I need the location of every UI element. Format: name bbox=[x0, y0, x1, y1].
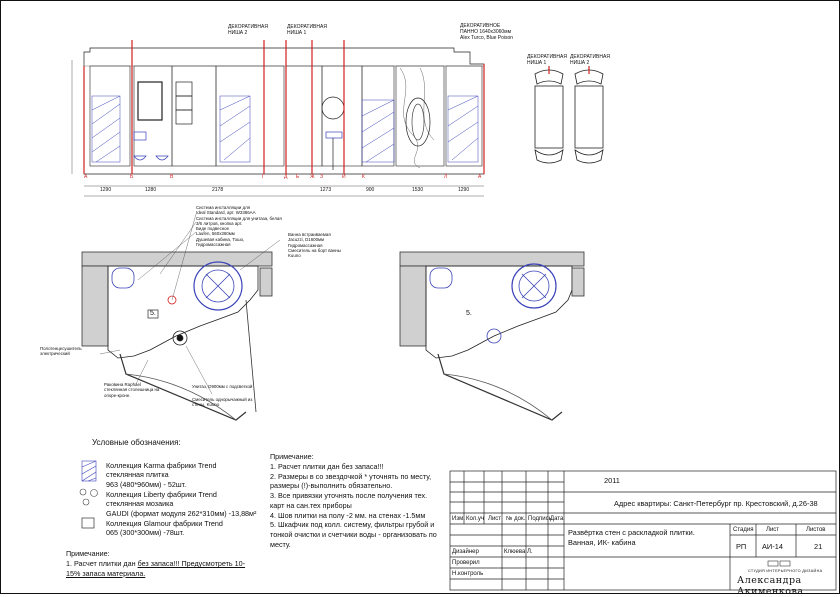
dim-4: 1273 bbox=[320, 187, 332, 193]
dim-5: 900 bbox=[366, 187, 375, 193]
axis-i: И bbox=[342, 174, 346, 180]
legend-item-liberty: Коллекция Liberty фабрики Trend стеклянн… bbox=[106, 490, 257, 518]
tb-sheets: 21 bbox=[814, 542, 823, 551]
note-left-text: 1. Расчет плитки дан без запаса!!! Преду… bbox=[66, 559, 246, 578]
tb-stage: РП bbox=[736, 542, 747, 551]
wall-elevation bbox=[71, 40, 485, 197]
tb-role-checked: Проверил bbox=[452, 560, 480, 566]
tb-studio-name: Александра Акименкова bbox=[737, 575, 804, 597]
tb-sheet: АИ-14 bbox=[762, 542, 783, 551]
title-block-grid bbox=[449, 470, 837, 591]
niche-details bbox=[534, 66, 604, 164]
note-right-title: Примечание: bbox=[270, 452, 314, 461]
tb-address: Адрес квартиры: Санкт-Петербург пр. Крес… bbox=[614, 499, 818, 508]
axis-d: Д bbox=[284, 174, 288, 180]
axis-z: З bbox=[320, 174, 324, 180]
tb-sheet-header: Лист bbox=[766, 527, 780, 533]
axis-g: Г bbox=[262, 174, 265, 180]
tb-studio-small: СТУДИЯ ИНТЕРЬЕРНОГО ДИЗАЙНА bbox=[748, 569, 823, 573]
dim-7: 1290 bbox=[458, 187, 470, 193]
studio-logo-mark bbox=[767, 560, 791, 567]
note-left-title: Примечание: bbox=[66, 549, 110, 558]
axis-zh: Ж bbox=[310, 174, 315, 180]
tb-col-doc: № док. bbox=[506, 516, 526, 522]
legend-icon-karma bbox=[81, 460, 97, 482]
tb-col-list: Лист bbox=[488, 516, 502, 522]
tb-name-designer: Клюева Л. bbox=[504, 549, 533, 555]
axis-l: Л bbox=[444, 174, 448, 180]
dim-3: 2178 bbox=[212, 187, 224, 193]
tb-role-designer: Дизайнер bbox=[452, 549, 479, 555]
room-mark-left: 5. bbox=[150, 310, 156, 317]
dim-6: 1530 bbox=[412, 187, 424, 193]
note-right-list: 1. Расчет плитки дан без запаса!!! 2. Ра… bbox=[270, 462, 437, 549]
legend-title: Условные обозначения: bbox=[92, 438, 181, 447]
axis-k: К bbox=[362, 174, 365, 180]
plan-note-wc: Унитаз, D900мм с подсветкой bbox=[192, 384, 253, 389]
legend-icon-liberty bbox=[79, 488, 98, 506]
tb-col-date: Дата bbox=[550, 516, 564, 522]
tb-year: 2011 bbox=[604, 476, 620, 485]
tb-col-koluch: Кол.уч bbox=[466, 516, 484, 522]
dim-1: 1290 bbox=[100, 187, 112, 193]
tb-col-sign: Подпись bbox=[528, 516, 552, 522]
legend-icon-glamour bbox=[81, 517, 95, 529]
tb-stage-header: Стадия bbox=[733, 527, 754, 533]
tb-sheet-title: Развёртка стен с раскладкой плитки. Ванн… bbox=[568, 528, 695, 547]
axis-e: Е bbox=[296, 174, 300, 180]
dim-2: 1280 bbox=[145, 187, 157, 193]
legend-item-karma: Коллекция Karma фабрики Trend стеклянная… bbox=[106, 461, 217, 489]
axis-a1: А bbox=[84, 174, 88, 180]
plan-left bbox=[81, 213, 281, 421]
legend-icons bbox=[79, 460, 98, 529]
axis-v: В bbox=[170, 174, 174, 180]
legend-item-glamour: Коллекция Glamour фабрики Trend 065 (300… bbox=[106, 519, 223, 538]
room-mark-right: 5. bbox=[466, 310, 472, 317]
tb-sheets-header: Листов bbox=[806, 527, 826, 533]
axis-a2: А bbox=[478, 174, 482, 180]
axis-b: Б bbox=[130, 174, 134, 180]
tb-role-control: Н.контроль bbox=[452, 571, 484, 577]
tb-col-izm: Изм. bbox=[452, 516, 465, 522]
plan-right bbox=[399, 251, 585, 421]
